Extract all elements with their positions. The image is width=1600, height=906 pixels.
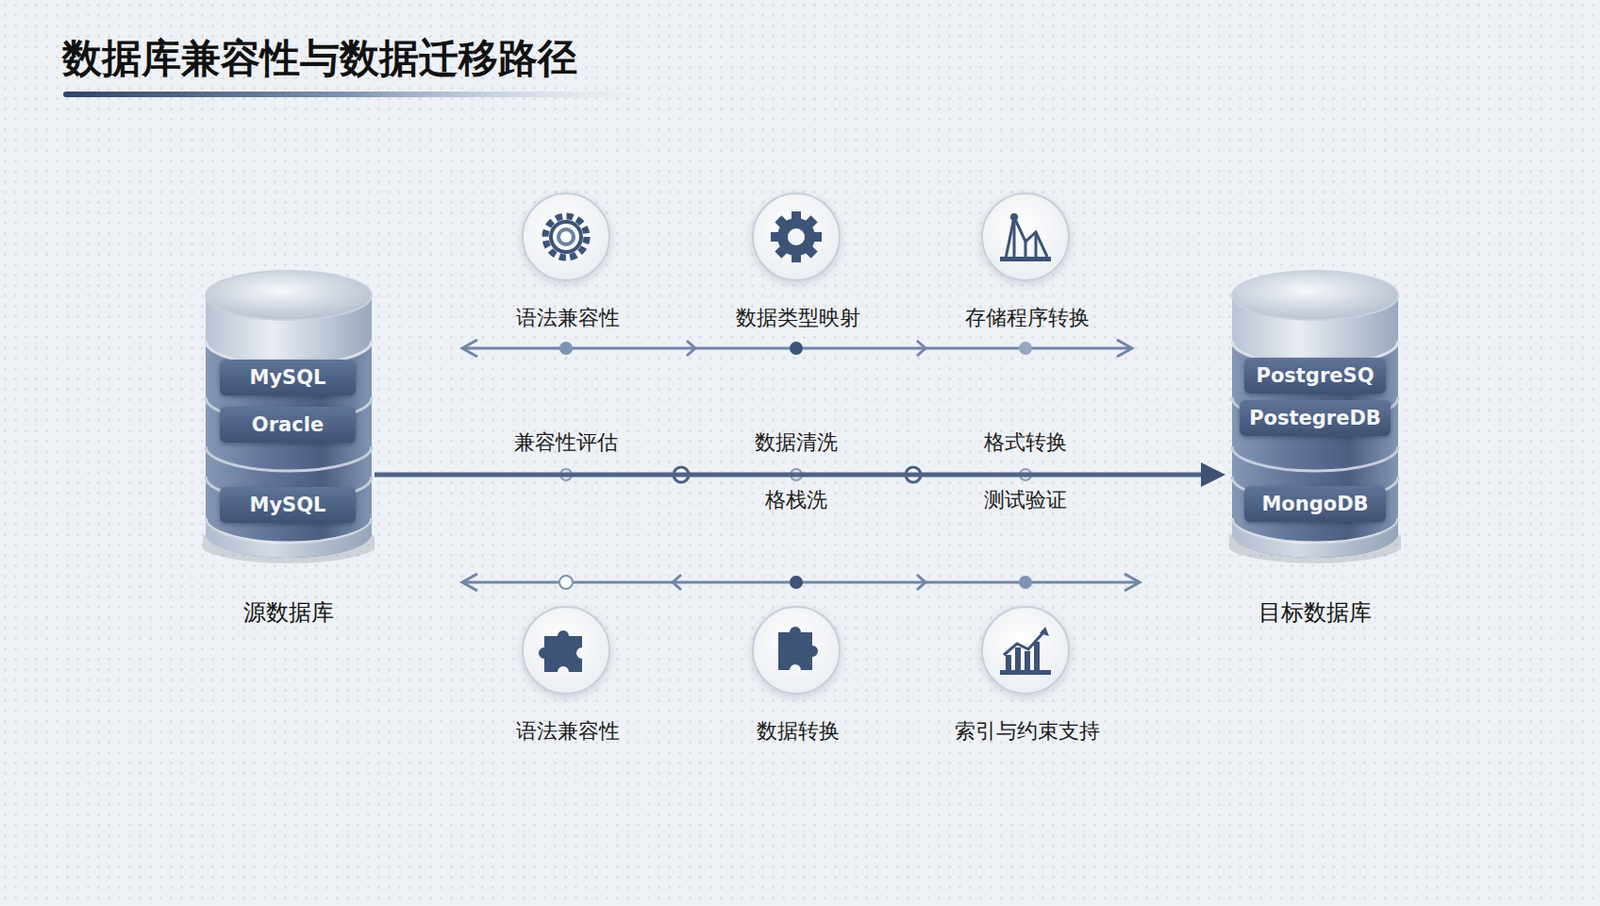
icon-circle: 语法兼容性 <box>521 605 611 695</box>
database-cylinder: 目标数据库PostgreSQPostegreDBMongoDB <box>1229 266 1401 564</box>
icon-label: 存储程序转换 <box>965 303 1090 333</box>
icon-circle: 语法兼容性 <box>521 192 611 282</box>
database-band: MySQL <box>219 359 356 396</box>
step-label: 格栈洗 <box>765 485 828 515</box>
database-band: MySQL <box>219 486 356 523</box>
icon-symbol <box>753 607 839 693</box>
band-label: MongoDB <box>1261 492 1368 516</box>
icon-symbol <box>983 607 1068 693</box>
step-label: 格式转换 <box>983 428 1067 457</box>
icon-label: 数据类型映射 <box>735 303 861 333</box>
database-band: PostgreSQ <box>1244 357 1386 394</box>
database-caption: 源数据库 <box>243 597 334 628</box>
database-cylinder: 源数据库MySQLOracleMySQL <box>202 266 375 564</box>
icon-symbol <box>523 194 609 280</box>
icon-circle: 数据类型映射 <box>751 192 841 282</box>
band-label: PostgreSQ <box>1256 364 1375 387</box>
icon-label: 索引与约束支持 <box>954 716 1100 746</box>
icon-circle: 存储程序转换 <box>981 192 1070 282</box>
icon-circle: 索引与约束支持 <box>981 605 1070 695</box>
top-flow-dots <box>559 341 1033 355</box>
icon-label: 数据转换 <box>756 716 840 746</box>
database-band: Oracle <box>219 406 356 443</box>
top-flow-line <box>462 339 1133 357</box>
bottom-flow-dots <box>559 575 1033 589</box>
band-label: Oracle <box>251 413 324 436</box>
icon-symbol <box>983 194 1068 280</box>
band-label: PostegreDB <box>1249 406 1382 430</box>
band-label: MySQL <box>250 493 327 517</box>
icon-label: 语法兼容性 <box>516 716 620 746</box>
icon-symbol <box>523 607 609 693</box>
icon-circle: 数据转换 <box>751 605 841 695</box>
band-label: MySQL <box>250 366 327 389</box>
step-label: 测试验证 <box>983 485 1067 515</box>
database-band: PostegreDB <box>1239 400 1391 436</box>
diagram-title: 数据库兼容性与数据迁移路径 <box>62 32 578 85</box>
database-caption: 目标数据库 <box>1258 597 1372 628</box>
migration-arrow <box>374 462 1226 487</box>
icon-label: 语法兼容性 <box>516 303 620 333</box>
title-underline <box>63 91 639 98</box>
icon-symbol <box>753 194 839 280</box>
database-band: MongoDB <box>1244 485 1386 522</box>
step-label: 数据清洗 <box>754 428 838 457</box>
bottom-flow-line <box>462 573 1140 591</box>
step-label: 兼容性评估 <box>514 428 618 457</box>
